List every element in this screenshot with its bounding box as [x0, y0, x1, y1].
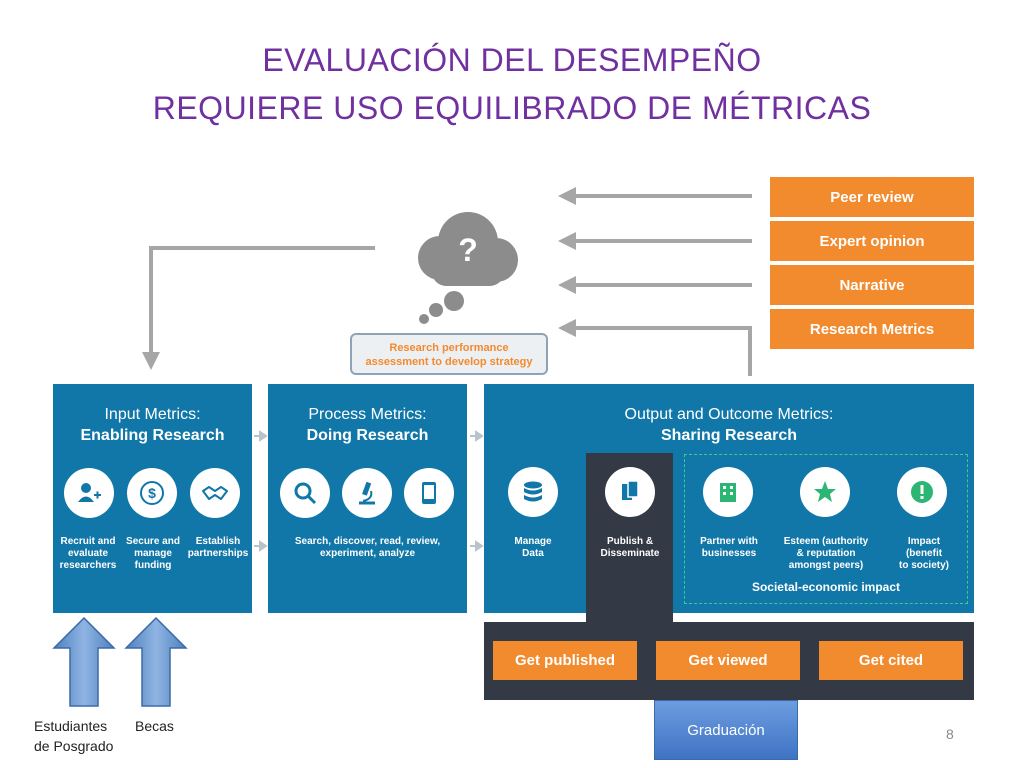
- label-funding-line-1: Secure and: [126, 536, 180, 547]
- strategy-caption-line-2: assessment to develop strategy: [365, 356, 533, 368]
- title-line-2: REQUIERE USO EQUILIBRADO DE MÉTRICAS: [152, 90, 872, 126]
- dollar-icon: $: [127, 468, 177, 518]
- tablet-icon: [404, 468, 454, 518]
- scholarships-label: Becas: [135, 718, 174, 734]
- graduation-box: Graduación: [654, 700, 798, 760]
- label-esteem-line-1: Esteem (authority: [783, 536, 869, 547]
- label-partner-line-1: Partner with: [700, 536, 758, 547]
- method-peer-review: Peer review: [770, 177, 974, 217]
- building-icon: [703, 467, 753, 517]
- output-panel-title: Output and Outcome Metrics: Sharing Rese…: [484, 404, 974, 446]
- up-arrows: [52, 616, 188, 707]
- database-icon: [508, 467, 558, 517]
- label-impact-line-2: (benefit: [905, 548, 943, 559]
- method-research-metrics: Research Metrics: [770, 309, 974, 349]
- input-metrics-panel: Input Metrics: Enabling Research $ Recru…: [53, 384, 252, 613]
- title-line-1: EVALUACIÓN DEL DESEMPEÑO: [262, 42, 762, 78]
- output-panel-title-line-1: Output and Outcome Metrics:: [624, 406, 834, 423]
- societal-impact-label: Societal-economic impact: [751, 580, 901, 594]
- label-partner: Partner with businesses: [690, 536, 768, 560]
- arrow-to-input: [149, 246, 375, 362]
- societal-impact-frame: [684, 454, 968, 604]
- publish-icon: [605, 467, 655, 517]
- label-manage-data-line-1: Manage: [514, 536, 552, 547]
- label-impact: Impact (benefit to society): [886, 536, 962, 572]
- label-partnerships-line-1: Establish: [195, 536, 241, 547]
- label-funding: Secure and manage funding: [121, 536, 185, 572]
- label-recruit: Recruit and evaluate researchers: [55, 536, 121, 572]
- process-panel-title-line-1: Process Metrics:: [308, 406, 427, 423]
- label-impact-line-1: Impact: [907, 536, 941, 547]
- label-recruit-line-2: evaluate: [67, 548, 109, 559]
- label-funding-line-2: manage: [134, 548, 172, 559]
- label-manage-data-line-2: Data: [522, 548, 544, 559]
- label-process-line-2: experiment, analyze: [319, 548, 416, 559]
- label-partnerships-line-2: partnerships: [187, 548, 249, 559]
- method-expert-opinion: Expert opinion: [770, 221, 974, 261]
- arrow-research-metrics: [566, 326, 752, 376]
- output-panel-title-line-2: Sharing Research: [660, 427, 798, 444]
- students-label: Estudiantes de Posgrado: [34, 716, 113, 756]
- label-process-line-1: Search, discover, read, review,: [294, 536, 441, 547]
- label-process: Search, discover, read, review, experime…: [268, 536, 467, 560]
- strategy-caption: Research performance assessment to devel…: [350, 333, 548, 375]
- input-panel-title-line-1: Input Metrics:: [104, 406, 201, 423]
- strategy-caption-line-1: Research performance: [389, 342, 509, 354]
- label-publish-line-2: Disseminate: [600, 548, 660, 559]
- add-user-icon: [64, 468, 114, 518]
- label-esteem: Esteem (authority & reputation amongst p…: [778, 536, 874, 572]
- handshake-icon: [190, 468, 240, 518]
- input-panel-title-line-2: Enabling Research: [80, 427, 225, 444]
- svg-text:$: $: [148, 485, 156, 501]
- label-publish-line-1: Publish &: [606, 536, 654, 547]
- label-partnerships: Establish partnerships: [183, 536, 253, 560]
- label-recruit-line-1: Recruit and: [60, 536, 116, 547]
- process-panel-title-line-2: Doing Research: [306, 427, 429, 444]
- label-impact-line-3: to society): [898, 560, 949, 571]
- method-narrative: Narrative: [770, 265, 974, 305]
- input-panel-title: Input Metrics: Enabling Research: [53, 404, 252, 446]
- star-icon: [800, 467, 850, 517]
- get-published-box: Get published: [493, 641, 637, 680]
- arrow-up-scholarships: [124, 616, 188, 707]
- label-recruit-line-3: researchers: [59, 560, 117, 571]
- cloud-question-mark: ?: [458, 232, 478, 268]
- label-publish: Publish & Disseminate: [590, 536, 670, 560]
- arrow-up-students: [52, 616, 116, 707]
- process-metrics-panel: Process Metrics: Doing Research Search, …: [268, 384, 467, 613]
- label-partner-line-2: businesses: [701, 548, 757, 559]
- process-panel-title: Process Metrics: Doing Research: [268, 404, 467, 446]
- search-icon: [280, 468, 330, 518]
- label-esteem-line-2: & reputation: [796, 548, 856, 559]
- get-viewed-box: Get viewed: [656, 641, 800, 680]
- students-label-line-2: de Posgrado: [34, 738, 114, 754]
- label-manage-data: Manage Data: [498, 536, 568, 560]
- page-number: 8: [946, 726, 954, 742]
- label-esteem-line-3: amongst peers): [788, 560, 864, 571]
- exclamation-icon: [897, 467, 947, 517]
- get-cited-box: Get cited: [819, 641, 963, 680]
- label-funding-line-3: funding: [134, 560, 172, 571]
- cloud-icon: [418, 212, 518, 324]
- students-label-line-1: Estudiantes: [34, 718, 108, 734]
- microscope-icon: [342, 468, 392, 518]
